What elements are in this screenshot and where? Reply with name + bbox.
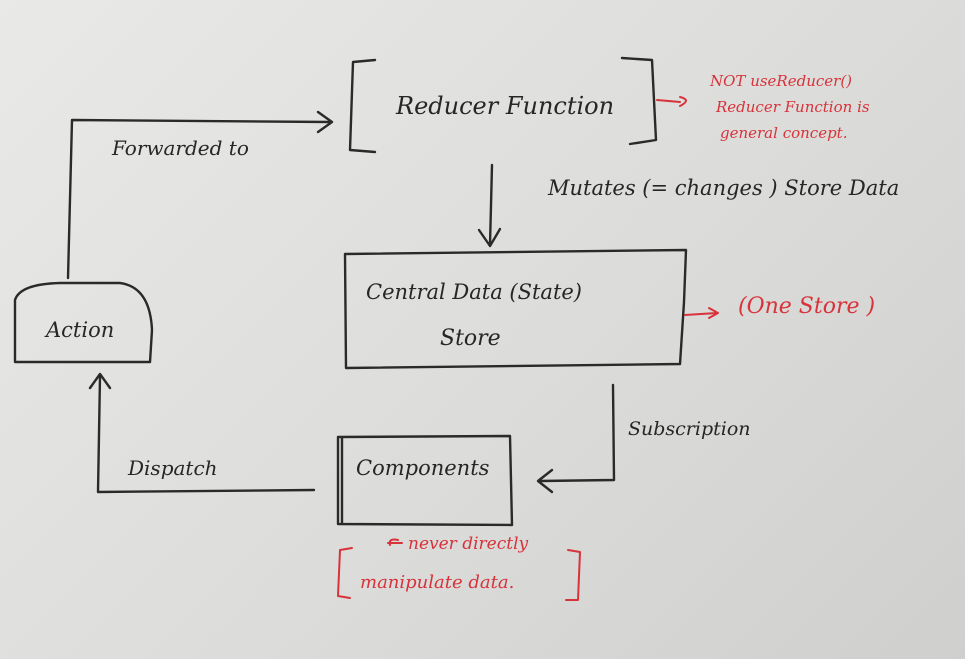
components-note-line-1: never directly <box>408 534 529 554</box>
reducer-right-bracket <box>620 56 658 146</box>
store-node-label-line-2: Store <box>440 326 501 351</box>
subscription-arrow <box>536 383 616 494</box>
components-node-label: Components <box>356 456 490 480</box>
dispatch-label: Dispatch <box>128 456 218 480</box>
forwarded-arrow <box>66 110 334 280</box>
action-node-label: Action <box>46 318 115 342</box>
components-note-bracket-right <box>565 549 581 601</box>
store-node-label-line-1: Central Data (State) <box>366 280 582 304</box>
store-box <box>343 248 688 370</box>
reducer-left-bracket <box>348 58 377 154</box>
components-note-bracket-left <box>337 547 353 599</box>
reducer-note-connector <box>656 96 687 107</box>
mutates-arrow <box>477 163 502 248</box>
mutates-label: Mutates (= changes ) Store Data <box>548 176 900 200</box>
reducer-note-line-2: Reducer Function is <box>716 98 870 116</box>
reducer-note-line-3: general concept. <box>720 124 848 142</box>
subscription-label: Subscription <box>628 418 751 440</box>
action-box <box>13 281 154 364</box>
store-note-connector <box>684 307 719 319</box>
components-note-arrow <box>387 538 403 546</box>
forwarded-label: Forwarded to <box>112 136 249 160</box>
reducer-node-label: Reducer Function <box>396 92 615 120</box>
store-note: (One Store ) <box>738 294 876 319</box>
reducer-note-line-1: NOT useReducer() <box>710 72 853 90</box>
components-note-line-2: manipulate data. <box>360 572 515 593</box>
dispatch-arrow <box>88 372 316 494</box>
components-box <box>336 434 514 527</box>
